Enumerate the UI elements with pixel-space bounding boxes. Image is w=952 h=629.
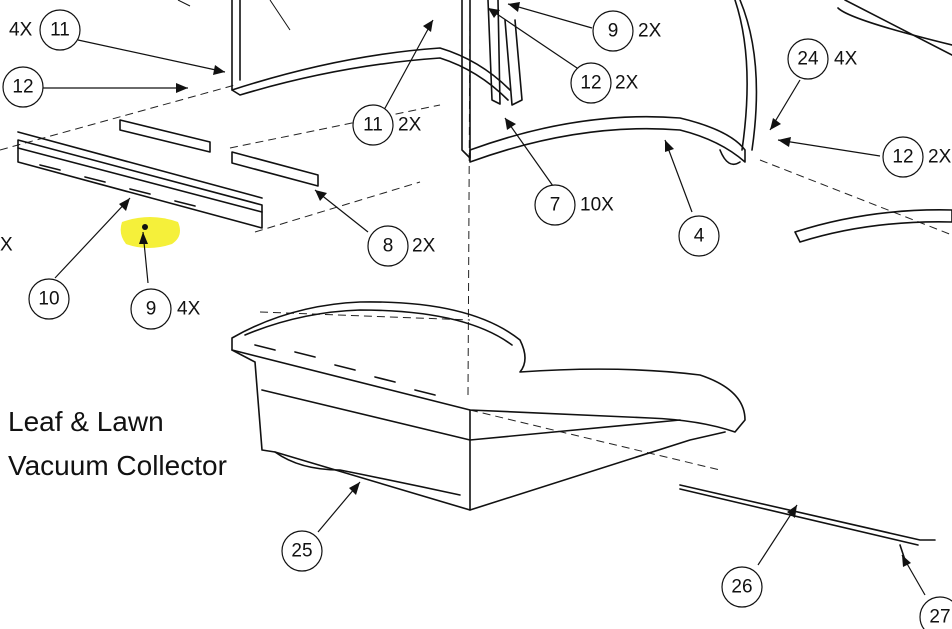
svg-text:4X: 4X xyxy=(9,20,33,41)
svg-text:4: 4 xyxy=(694,226,705,247)
callout-7: 7 10X xyxy=(534,184,614,226)
svg-text:26: 26 xyxy=(731,577,752,598)
svg-text:8: 8 xyxy=(383,236,394,257)
svg-text:2X: 2X xyxy=(398,115,422,136)
svg-text:12: 12 xyxy=(12,77,33,98)
callout-9-a: 9 2X xyxy=(592,10,662,52)
callout-9-b: 9 4X xyxy=(130,288,201,330)
frame-assembly xyxy=(177,0,952,243)
svg-text:11: 11 xyxy=(50,20,70,41)
callout-11-a: 11 4X xyxy=(9,9,81,51)
callout-4: 4 xyxy=(678,215,720,257)
callout-12-c: 12 2X xyxy=(882,136,952,178)
callout-10: 10 xyxy=(28,278,70,320)
svg-text:4X: 4X xyxy=(834,49,858,70)
svg-text:2X: 2X xyxy=(928,147,952,168)
callout-27: 27 xyxy=(919,596,952,629)
svg-text:11: 11 xyxy=(363,115,383,136)
diagram-title: Leaf & Lawn Vacuum Collector xyxy=(8,400,227,488)
svg-text:4X: 4X xyxy=(177,299,201,320)
callout-24: 24 4X xyxy=(787,38,858,80)
svg-text:7: 7 xyxy=(550,195,561,216)
edge-fragment: X xyxy=(0,235,13,256)
svg-text:10: 10 xyxy=(38,289,59,310)
title-line-2: Vacuum Collector xyxy=(8,450,227,481)
svg-text:25: 25 xyxy=(291,541,312,562)
svg-text:10X: 10X xyxy=(580,195,614,216)
callout-11-b: 11 2X xyxy=(352,104,422,146)
callout-26: 26 xyxy=(721,566,763,608)
svg-text:27: 27 xyxy=(929,607,950,628)
svg-text:12: 12 xyxy=(580,73,601,94)
svg-text:2X: 2X xyxy=(412,236,436,257)
svg-text:2X: 2X xyxy=(638,21,662,42)
svg-text:24: 24 xyxy=(797,49,819,70)
rod-part xyxy=(679,484,936,561)
highlight-mark xyxy=(120,217,180,248)
title-line-1: Leaf & Lawn xyxy=(8,406,164,437)
callout-25: 25 xyxy=(281,530,323,572)
svg-text:12: 12 xyxy=(892,147,913,168)
callout-12-a: 12 xyxy=(2,66,44,108)
leader-lines xyxy=(42,2,926,596)
callout-8: 8 2X xyxy=(367,225,436,267)
svg-text:9: 9 xyxy=(146,299,157,320)
svg-text:9: 9 xyxy=(608,21,619,42)
collector-body xyxy=(231,301,746,511)
callout-12-b: 12 2X xyxy=(570,62,639,104)
hanger-bar xyxy=(17,119,319,230)
svg-text:2X: 2X xyxy=(615,73,639,94)
